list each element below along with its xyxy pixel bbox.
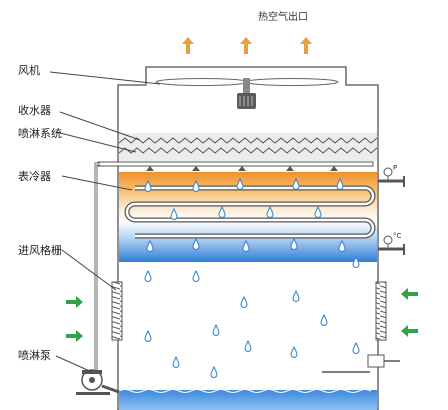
hot-air-arrow-right [300,37,312,54]
fan-motor [237,93,256,109]
air-inlet-louver-right [375,281,387,341]
spray-supply-pipe [94,162,100,372]
spray-pump [76,369,120,395]
fan-label: 风机 [18,63,40,77]
temperature-gauge: °C [383,232,402,249]
air-inlet-arrow-right-bottom [401,325,418,337]
drift-eliminator [118,133,378,161]
spray-system-label: 喷淋系统 [18,127,62,140]
hot-air-arrow-middle [240,37,252,54]
makeup-water-valve [322,354,400,373]
svg-text:°C: °C [393,232,402,240]
surface-cooler-coil [119,172,405,262]
spray-pump-label: 喷淋泵 [18,349,51,362]
water-basin [119,390,377,410]
surface-cooler-label: 表冷器 [18,169,51,183]
hot-air-outlet-label: 热空气出口 [258,10,308,23]
leader-lines [49,71,161,373]
drift-eliminator-label: 收水器 [18,103,51,117]
hot-air-arrow-left [182,37,194,54]
air-inlet-louver-left [111,281,123,341]
fan [155,78,339,109]
pressure-gauge: P [383,164,397,181]
air-inlet-arrow-left-bottom [66,330,83,342]
svg-text:P: P [393,164,397,172]
air-inlet-arrow-right-top [401,288,418,300]
air-inlet-arrow-left-top [66,296,83,308]
air-inlet-louver-label: 进风格栅 [18,243,62,257]
